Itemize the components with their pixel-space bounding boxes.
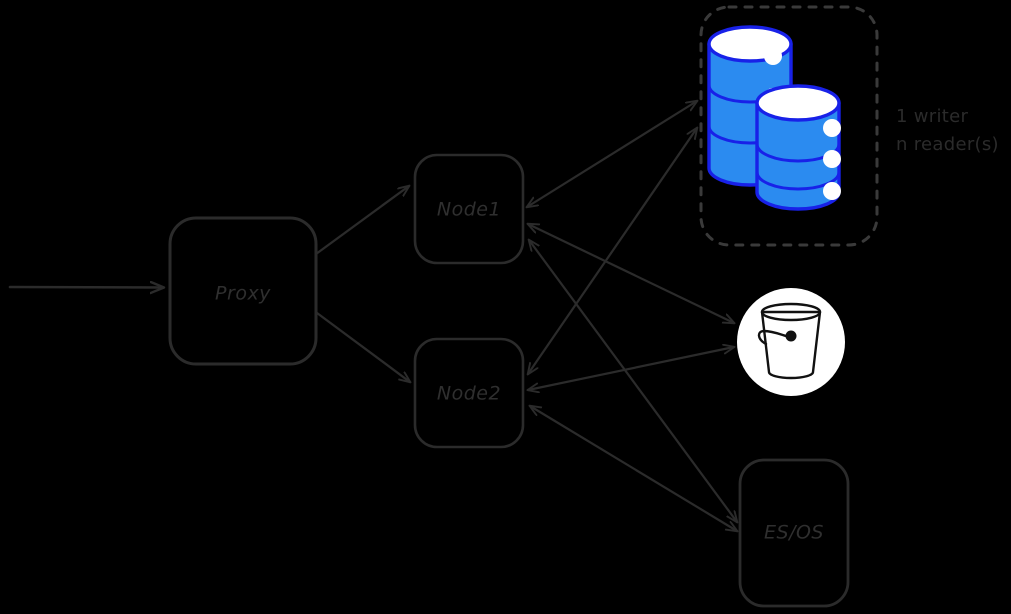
proxy-node[interactable]: Proxy <box>168 216 318 366</box>
proxy-box[interactable] <box>168 216 318 366</box>
node2-node[interactable]: Node2 <box>413 337 525 449</box>
esos-label: ES/OS <box>764 522 824 544</box>
edge-node2-to-database <box>528 128 697 374</box>
db-roles-line-1: 1 writer <box>896 106 969 127</box>
node2-label: Node2 <box>437 383 501 405</box>
edge-node2-to-esos <box>530 406 737 531</box>
edge-node1-to-database <box>527 101 697 207</box>
edge-ingress-to-proxy <box>8 287 163 288</box>
node2-box[interactable] <box>413 337 525 449</box>
database-group-dashed-border <box>699 5 879 247</box>
esos-node[interactable]: ES/OS <box>738 458 850 608</box>
node1-label: Node1 <box>437 199 501 221</box>
database-cylinder-front-icon <box>755 84 841 211</box>
database-led-icon <box>823 119 841 137</box>
proxy-label: Proxy <box>215 283 271 305</box>
edge-node1-to-esos <box>529 240 737 522</box>
bucket-node[interactable] <box>737 288 845 396</box>
edge-node1-to-bucket <box>528 224 734 323</box>
edge-proxy-to-node1 <box>314 186 409 256</box>
database-led-icon <box>823 150 841 168</box>
database-roles-annotation: 1 writer n reader(s) <box>896 106 999 155</box>
db-roles-line-2: n reader(s) <box>896 134 999 155</box>
node1-box[interactable] <box>413 153 525 265</box>
edge-layer <box>8 101 737 531</box>
database-led-icon <box>823 182 841 200</box>
database-led-icon <box>764 47 782 65</box>
edge-proxy-to-node2 <box>315 311 410 382</box>
database-group[interactable] <box>699 5 879 247</box>
bucket-icon <box>757 302 822 380</box>
esos-box[interactable] <box>738 458 850 608</box>
node1-node[interactable]: Node1 <box>413 153 525 265</box>
edge-node2-to-bucket <box>528 347 734 390</box>
